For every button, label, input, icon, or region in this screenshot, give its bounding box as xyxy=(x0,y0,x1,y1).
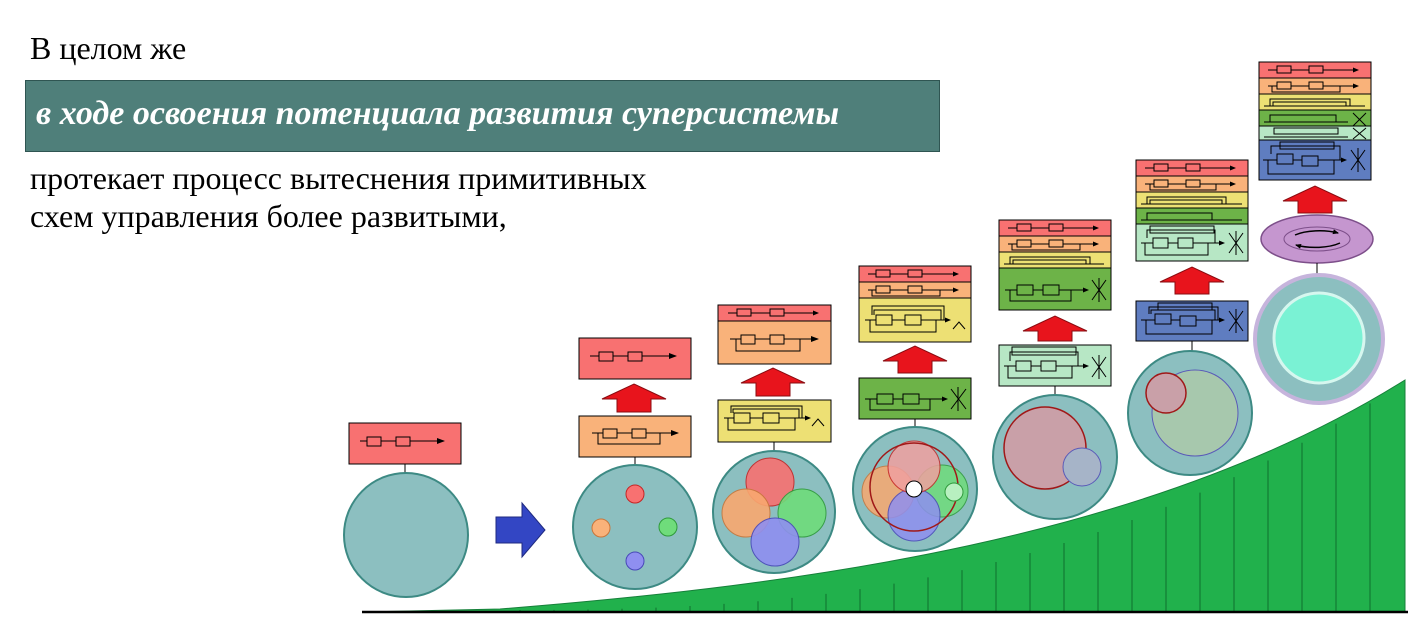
stage-6-level-orange xyxy=(1135,175,1249,193)
stage-4-level-orange xyxy=(858,281,972,299)
up-arrow-icon xyxy=(882,345,948,374)
stage-1 xyxy=(343,422,469,598)
body-text-line2: схем управления более развитыми, xyxy=(30,198,507,234)
up-arrow-icon xyxy=(601,383,667,413)
stage-7-level-green xyxy=(1258,109,1372,127)
stage-7-level-blue xyxy=(1258,139,1372,181)
stage-2-system-circle xyxy=(572,464,698,590)
stage-1-system-circle xyxy=(343,472,469,598)
stage-7-level-lightgreen xyxy=(1258,125,1372,141)
stage-4-level-green xyxy=(858,377,972,420)
ramp-gridlines xyxy=(519,403,1371,611)
stage-7-level-yellow xyxy=(1258,93,1372,111)
stage-7-level-orange xyxy=(1258,77,1372,95)
stage-7-level-red xyxy=(1258,61,1372,79)
stage-1-level-red xyxy=(348,422,462,465)
up-arrow-icon xyxy=(1282,185,1348,214)
banner-text: в ходе освоения потенциала развития супе… xyxy=(36,95,840,132)
stage-6-level-lightgreen xyxy=(1135,223,1249,262)
stage-5 xyxy=(992,219,1118,520)
stage-6-level-yellow xyxy=(1135,191,1249,209)
stage-3-system-circle xyxy=(712,450,836,574)
highlight-banner: в ходе освоения потенциала развития супе… xyxy=(25,80,940,152)
stage-6-level-red xyxy=(1135,159,1249,177)
ring-cycle-icon xyxy=(1260,214,1374,264)
up-arrow-icon xyxy=(1159,266,1225,295)
stage-3-level-yellow xyxy=(717,399,832,443)
body-text-line1: протекает процесс вытеснения примитивных xyxy=(30,160,647,196)
stage-3-level-orange xyxy=(717,320,832,365)
growth-ramp xyxy=(361,379,1408,614)
stage-6-level-green xyxy=(1135,207,1249,225)
stage-3-level-red xyxy=(717,304,832,322)
ramp-shape xyxy=(361,379,1406,613)
stage-5-level-red xyxy=(998,219,1112,237)
intro-text: В целом же xyxy=(30,30,187,66)
stage-4-level-red xyxy=(858,265,972,283)
stage-4 xyxy=(852,265,978,552)
stage-5-level-orange xyxy=(998,235,1112,253)
stage-7 xyxy=(1253,61,1385,405)
stage-3 xyxy=(712,304,836,574)
stage-4-level-yellow xyxy=(858,297,972,343)
stage-2-level-red xyxy=(578,337,692,380)
up-arrow-icon xyxy=(740,367,806,397)
stage-2-level-orange xyxy=(578,415,692,458)
stage-5-level-lightgreen xyxy=(998,344,1112,387)
up-arrow-icon xyxy=(1022,315,1088,342)
stage-5-level-green xyxy=(998,267,1112,311)
stage-6 xyxy=(1127,159,1253,476)
right-arrow-icon xyxy=(495,501,546,559)
stage-2 xyxy=(572,337,698,590)
stage-6-level-blue xyxy=(1135,300,1249,342)
stage-5-level-yellow xyxy=(998,251,1112,269)
